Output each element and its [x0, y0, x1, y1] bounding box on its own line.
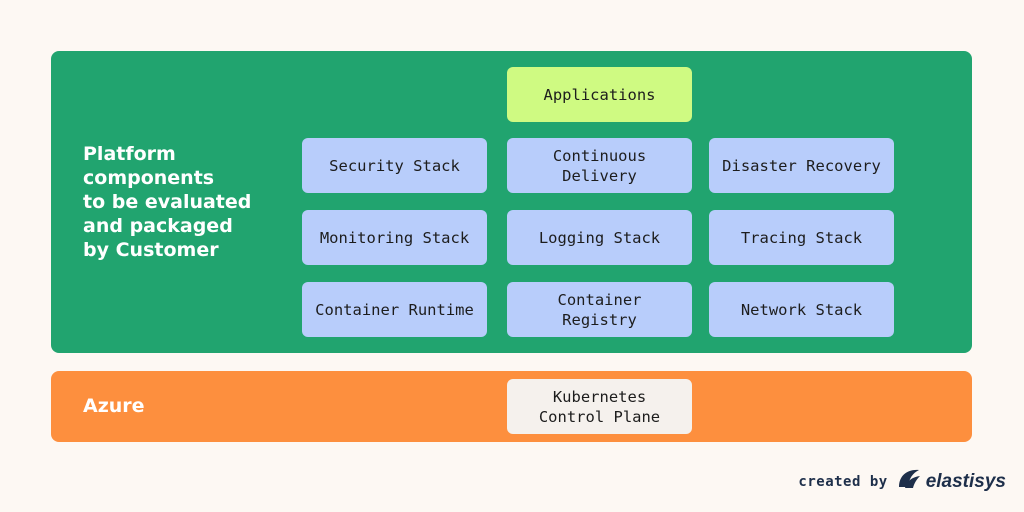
security-stack-box: Security Stack	[302, 138, 487, 193]
tracing-stack-box: Tracing Stack	[709, 210, 894, 265]
monitoring-stack-box: Monitoring Stack	[302, 210, 487, 265]
credit-text: created by	[798, 473, 888, 490]
platform-label: Platform components to be evaluated and …	[83, 143, 252, 261]
disaster-recovery-box: Disaster Recovery	[709, 138, 894, 193]
container-runtime-box: Container Runtime	[302, 282, 487, 337]
azure-label: Azure	[83, 395, 145, 417]
elastisys-logo: elastisys	[896, 467, 1006, 496]
applications-box: Applications	[507, 67, 692, 122]
network-stack-box: Network Stack	[709, 282, 894, 337]
elastisys-logo-icon	[896, 467, 922, 496]
kubernetes-control-plane-box: Kubernetes Control Plane	[507, 379, 692, 434]
logo-wordmark: elastisys	[925, 470, 1006, 492]
logging-stack-box: Logging Stack	[507, 210, 692, 265]
continuous-delivery-box: Continuous Delivery	[507, 138, 692, 193]
credit: created by elastisys	[798, 467, 1006, 496]
container-registry-box: Container Registry	[507, 282, 692, 337]
